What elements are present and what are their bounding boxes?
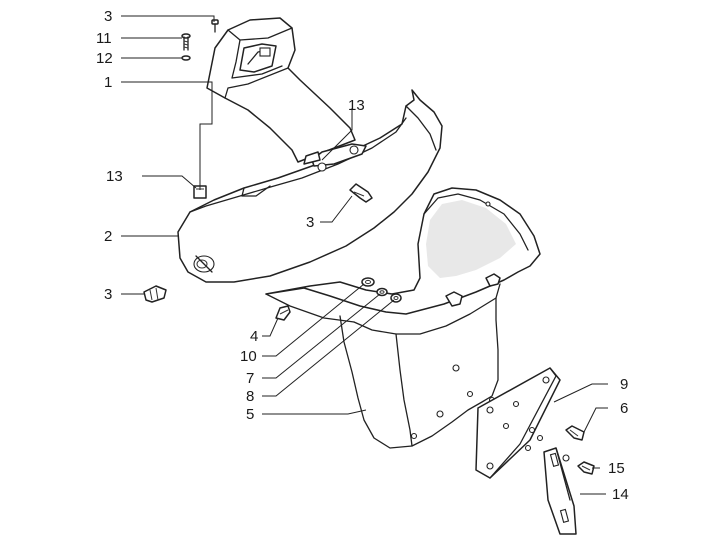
label-5: 5	[246, 406, 254, 423]
label-12: 12	[96, 50, 113, 67]
label-8: 8	[246, 388, 254, 405]
label-3-lower: 3	[104, 286, 112, 303]
part-labels: 3 11 12 1 13 13 3 2 3 4 10 7 8 5 9 6 15 …	[96, 8, 629, 503]
screw-4	[275, 305, 291, 321]
label-7: 7	[246, 370, 254, 387]
label-9: 9	[620, 376, 628, 393]
screw-3-lower	[143, 285, 167, 303]
screw-3-middle	[349, 183, 373, 203]
label-4: 4	[250, 328, 258, 345]
label-14: 14	[612, 486, 629, 503]
label-13-left: 13	[106, 168, 123, 185]
label-15: 15	[608, 460, 625, 477]
washer-12	[181, 55, 191, 61]
label-2: 2	[104, 228, 112, 245]
washer-7	[376, 287, 388, 297]
part-14-bracket	[543, 447, 577, 535]
label-3-top: 3	[104, 8, 112, 25]
label-3-middle: 3	[306, 214, 314, 231]
part-5-rear-mudguard	[265, 187, 541, 449]
part-1-upper-cover	[206, 17, 356, 163]
part-13-clip-right	[303, 151, 321, 165]
screw-6	[565, 425, 585, 441]
leader-lines	[121, 15, 608, 495]
label-10: 10	[240, 348, 257, 365]
screw-15	[577, 461, 595, 475]
label-11: 11	[96, 30, 112, 47]
part-2-body-cover	[177, 89, 443, 283]
part-9-plate-holder	[475, 367, 561, 479]
bolt-11	[181, 33, 191, 51]
label-6: 6	[620, 400, 628, 417]
screw-3-top	[211, 19, 219, 33]
spacer-10	[361, 277, 375, 287]
label-13-upper: 13	[348, 97, 365, 114]
label-1: 1	[104, 74, 112, 91]
